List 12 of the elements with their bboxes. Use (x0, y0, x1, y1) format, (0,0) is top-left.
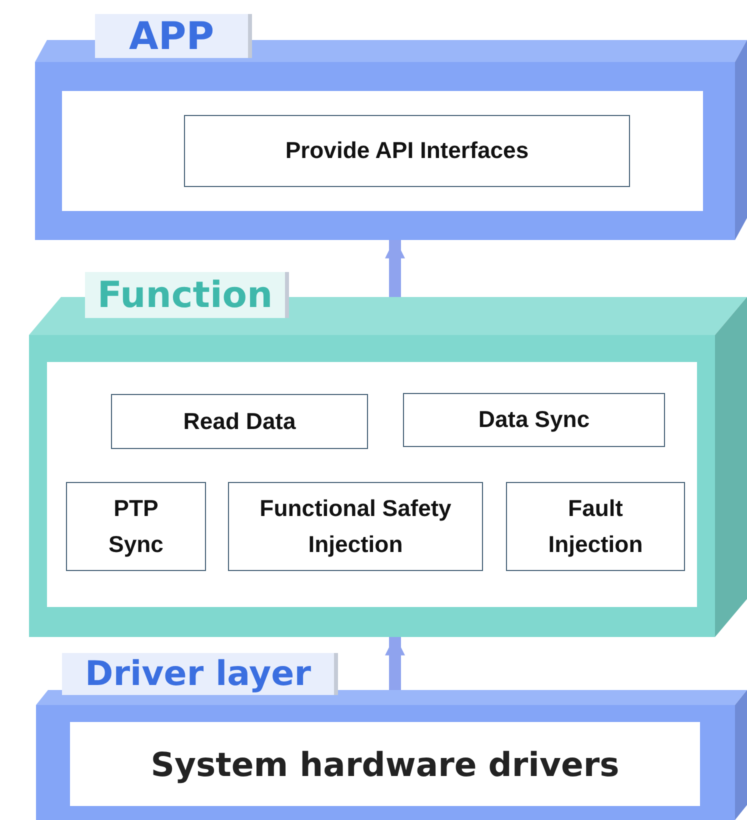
arrow (385, 635, 405, 690)
function-box: Read Data (111, 394, 368, 449)
layer-title-tab: Function (85, 272, 285, 318)
function-box: Fault Injection (506, 482, 685, 571)
arrow (385, 238, 405, 297)
driver-panel: System hardware drivers (70, 722, 700, 806)
function-box: Functional Safety Injection (228, 482, 483, 571)
layer-title-tab: APP (95, 14, 248, 58)
function-box: PTP Sync (66, 482, 206, 571)
layer-title-tab: Driver layer (62, 653, 334, 695)
function-box: Provide API Interfaces (184, 115, 630, 187)
function-box: Data Sync (403, 393, 665, 447)
